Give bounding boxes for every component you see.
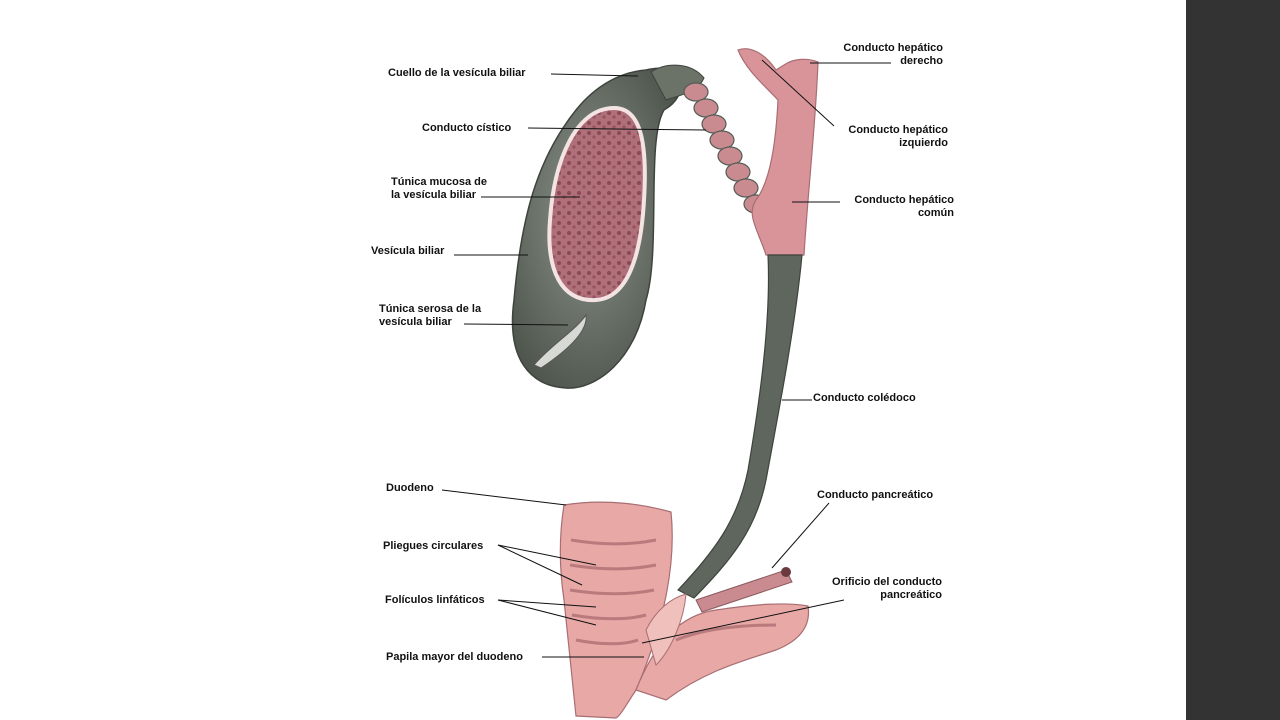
label-orificio-1: Orificio del conducto <box>831 576 942 588</box>
label-vesicula: Vesícula biliar <box>371 245 445 257</box>
right-sidebar-panel <box>1186 0 1280 720</box>
label-pancreatico: Conducto pancreático <box>817 489 934 501</box>
label-cistico: Conducto cístico <box>422 122 512 134</box>
anatomy-figure: Cuello de la vesícula biliar Conducto cí… <box>346 0 958 720</box>
duodenum-lower <box>635 603 810 701</box>
label-mucosa-2: la vesícula biliar <box>391 189 476 201</box>
label-mucosa-1: Túnica mucosa de <box>391 176 487 188</box>
label-hepatico-comun-2: común <box>917 207 954 219</box>
label-duodeno: Duodeno <box>386 482 434 494</box>
cystic-duct <box>683 82 769 214</box>
label-hepatico-izquierdo-1: Conducto hepático <box>848 124 948 136</box>
circular-folds <box>569 538 777 646</box>
major-papilla <box>645 593 687 666</box>
gallbladder-neck <box>650 64 705 101</box>
label-serosa-1: Túnica serosa de la <box>379 303 482 315</box>
pancreatic-duct <box>695 569 793 613</box>
label-cuello: Cuello de la vesícula biliar <box>388 67 526 79</box>
label-hepatico-comun-1: Conducto hepático <box>854 194 954 206</box>
common-bile-duct <box>677 254 803 599</box>
label-orificio-2: pancreático <box>880 589 942 601</box>
label-foliculos: Folículos linfáticos <box>385 594 485 606</box>
label-serosa-2: vesícula biliar <box>379 316 452 328</box>
serosa-fold <box>533 313 587 369</box>
label-papila: Papila mayor del duodeno <box>386 651 523 663</box>
hepatic-ducts <box>737 48 819 256</box>
label-hepatico-izquierdo-2: izquierdo <box>899 137 948 149</box>
label-pliegues: Pliegues circulares <box>383 540 484 552</box>
duodenum <box>559 501 673 719</box>
leader-lines <box>441 59 891 658</box>
gallbladder-mucosa <box>547 105 647 303</box>
biliary-system-illustration <box>441 48 891 719</box>
label-coledoco: Conducto colédoco <box>813 392 916 404</box>
label-hepatico-derecho-2: derecho <box>900 55 943 67</box>
label-hepatico-derecho-1: Conducto hepático <box>843 42 943 54</box>
